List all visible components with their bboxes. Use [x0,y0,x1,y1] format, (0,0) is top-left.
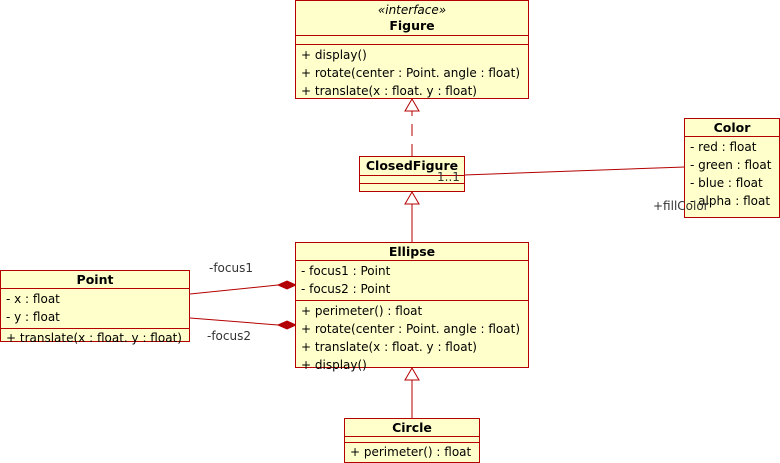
multiplicity-label: 1..1 [437,170,460,184]
focus2-composition-diamond [276,320,298,330]
fillcolor-role-label: +fillColor [653,199,709,213]
circle-operation: + perimeter() : float [350,445,472,459]
color-attribute: - red : float [690,140,757,154]
ellipse-attribute: - focus1 : Point [301,264,391,278]
ellipse-operations-section: + perimeter() : float + rotate(center : … [296,300,528,376]
generalization-arrowhead-circle [404,367,420,381]
point-attribute: - y : float [6,310,60,324]
focus2-composition-line [189,317,279,326]
figure-operation: + translate(x : float. y : float) [301,84,477,98]
point-attributes-section: - x : float - y : float [1,288,189,328]
point-attribute: - x : float [6,292,60,306]
color-attributes-section: - red : float - green : float - blue : f… [685,136,779,212]
point-class-box[interactable]: Point - x : float - y : float + translat… [0,270,190,345]
color-attribute: - green : float [690,158,772,172]
figure-stereotype: «interface» [377,3,447,17]
ellipse-operation: + perimeter() : float [301,304,423,318]
circle-attributes-section [345,436,479,442]
ellipse-operation: + rotate(center : Point. angle : float) [301,322,521,336]
point-operations-section: + translate(x : float. y : float) [1,328,189,349]
ellipse-attributes-section: - focus1 : Point - focus2 : Point [296,260,528,300]
generalization-arrowhead-ellipse [404,191,420,205]
color-class-name: Color [713,120,751,135]
closedfigure-operations-section [360,183,464,191]
circle-class-name: Circle [392,420,432,435]
circle-class-box[interactable]: Circle + perimeter() : float [344,418,480,463]
color-attribute: - alpha : float [690,194,771,208]
fillcolor-association-line [463,166,686,176]
figure-operations-section: + display() + rotate(center : Point. ang… [296,44,528,102]
closedfigure-attributes-section [360,175,464,183]
point-operation: + translate(x : float. y : float) [6,331,182,345]
ellipse-operation: + display() [301,358,367,372]
realization-arrowhead [404,98,420,112]
color-attribute: - blue : float [690,176,763,190]
ellipse-attribute: - focus2 : Point [301,282,391,296]
point-class-name: Point [76,272,114,287]
ellipse-class-name: Ellipse [388,244,436,259]
figure-attributes-section [296,35,528,44]
focus1-composition-diamond [276,280,298,290]
figure-interface-box[interactable]: «interface» Figure + display() + rotate(… [295,0,529,99]
circle-operations-section: + perimeter() : float [345,442,479,463]
closedfigure-class-box[interactable]: ClosedFigure [359,156,465,192]
closedfigure-class-name: ClosedFigure [365,158,459,173]
ellipse-operation: + translate(x : float. y : float) [301,340,477,354]
focus1-role-label: -focus1 [209,261,253,275]
color-class-box[interactable]: Color - red : float - green : float - bl… [684,118,780,218]
figure-operation: + rotate(center : Point. angle : float) [301,66,521,80]
focus1-composition-line [189,284,279,295]
ellipse-class-box[interactable]: Ellipse - focus1 : Point - focus2 : Poin… [295,242,529,372]
focus2-role-label: -focus2 [207,329,251,343]
figure-operation: + display() [301,48,367,62]
figure-class-name: Figure [389,18,435,33]
